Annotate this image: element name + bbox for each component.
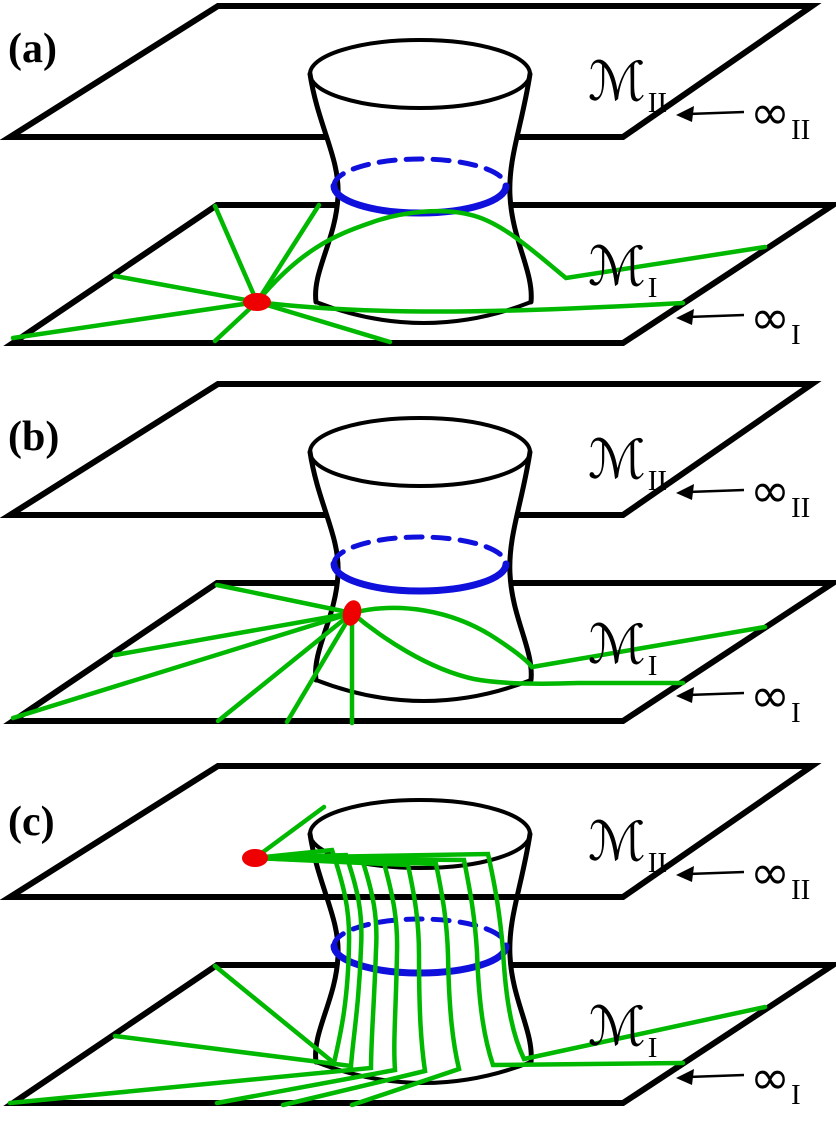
- light-ray-around-base: [349, 610, 686, 687]
- light-ray-around-tube: [254, 208, 768, 305]
- panel-label: (a): [8, 26, 57, 72]
- panel-label: (c): [8, 799, 55, 845]
- wormhole-tube-body: [310, 40, 532, 323]
- lower-manifold-label: ℳI: [588, 613, 657, 682]
- light-ray-through-wormhole: [252, 855, 428, 1108]
- light-ray: [10, 299, 260, 341]
- light-ray: [254, 299, 393, 345]
- light-ray-over-rim: [252, 804, 327, 861]
- upper-infinity-label: ∞II: [750, 845, 810, 906]
- light-source: [342, 600, 362, 626]
- infinity-arrowhead-upper: [676, 866, 694, 882]
- tube-right-edge: [507, 831, 534, 1065]
- panel-b: (b) ℳII ∞II ℳI ∞I: [0, 381, 836, 729]
- light-source: [243, 293, 271, 311]
- light-ray: [212, 203, 260, 305]
- throat-circle-back: [331, 534, 509, 567]
- tube-base-edge: [314, 678, 533, 703]
- infinity-arrowhead-upper: [676, 106, 694, 122]
- panel-label: (b): [8, 414, 59, 460]
- infinity-arrow-upper: [687, 870, 745, 876]
- infinity-arrow-lower: [687, 1073, 745, 1079]
- light-ray: [214, 582, 355, 616]
- tube-right-edge: [507, 71, 534, 305]
- light-ray: [112, 273, 260, 305]
- infinity-arrow-upper: [687, 110, 745, 116]
- light-rays: [10, 582, 768, 726]
- light-ray: [254, 202, 322, 305]
- light-ray-around-tube: [349, 605, 768, 670]
- upper-manifold-label: ℳII: [588, 428, 667, 497]
- lower-infinity-label: ∞I: [750, 1050, 801, 1111]
- lower-manifold-label: ℳI: [588, 235, 657, 304]
- light-ray-through-wormhole: [252, 851, 768, 1062]
- lower-infinity-label: ∞I: [750, 668, 801, 729]
- light-rays: [10, 202, 768, 345]
- throat-circle-back: [331, 916, 509, 949]
- upper-infinity-label: ∞II: [750, 85, 810, 146]
- throat-circle-back: [331, 156, 509, 189]
- light-ray: [112, 610, 355, 658]
- light-ray-through-wormhole: [214, 855, 400, 1106]
- light-source: [242, 849, 268, 867]
- panel-c: (c) ℳII ∞II ℳI ∞I: [0, 763, 836, 1111]
- infinity-arrowhead-lower: [676, 687, 694, 703]
- lower-infinity-label: ∞I: [750, 290, 801, 351]
- light-ray: [215, 610, 355, 724]
- upper-infinity-label: ∞II: [750, 463, 810, 524]
- light-ray-through-wormhole: [252, 855, 686, 1068]
- infinity-arrow-lower: [687, 691, 745, 697]
- light-ray: [10, 610, 355, 721]
- panel-a: (a) ℳII ∞II ℳI ∞I: [0, 2, 836, 351]
- upper-manifold-label: ℳII: [588, 50, 667, 119]
- light-ray-through-wormhole: [252, 855, 462, 1108]
- light-ray-around-base: [254, 299, 686, 314]
- infinity-arrowhead-upper: [676, 484, 694, 500]
- lower-manifold-label: ℳI: [588, 995, 657, 1064]
- tube-right-edge: [507, 449, 534, 683]
- light-ray-through-wormhole: [212, 847, 352, 1068]
- infinity-arrow-upper: [687, 488, 745, 494]
- upper-manifold-label: ℳII: [588, 810, 667, 879]
- light-ray-through-wormhole: [7, 855, 379, 1106]
- light-rays: [7, 804, 768, 1108]
- infinity-arrow-lower: [687, 313, 745, 319]
- infinity-arrowhead-lower: [676, 1069, 694, 1085]
- light-ray: [284, 610, 355, 725]
- light-ray-through-wormhole: [112, 852, 364, 1069]
- throat-circle-front: [330, 560, 510, 595]
- infinity-arrowhead-lower: [676, 309, 694, 325]
- wormhole-tube-body: [310, 418, 532, 701]
